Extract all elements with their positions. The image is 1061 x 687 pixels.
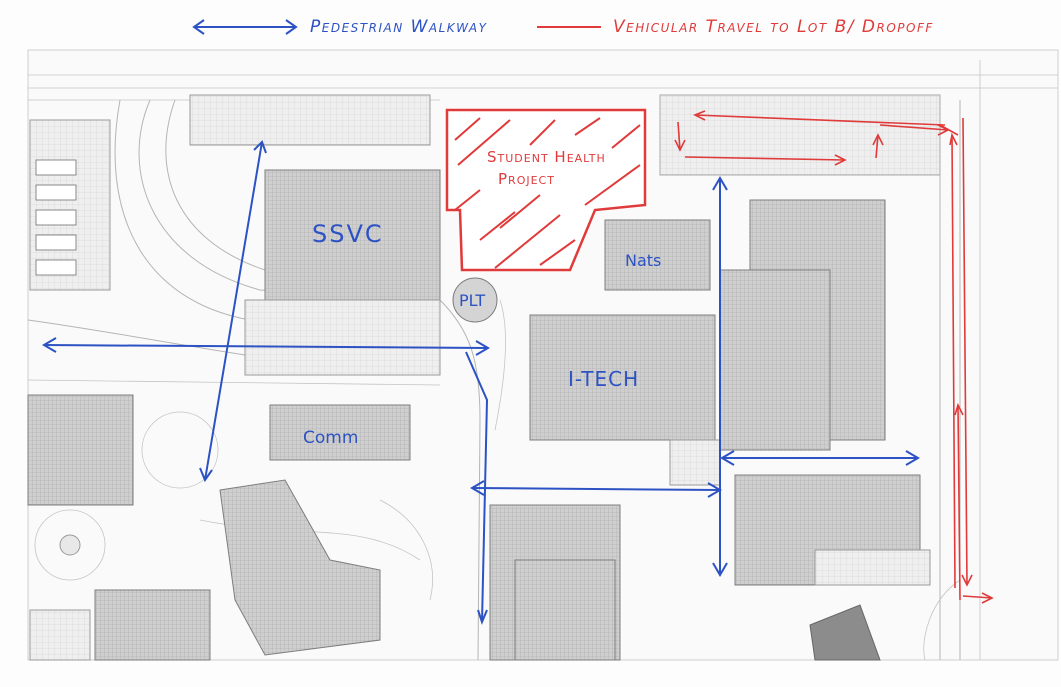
label-plt: PLT: [459, 291, 485, 310]
label-itech: I-TECH: [568, 367, 639, 391]
base-linework: [27, 60, 1058, 661]
vehicular-routes: [674, 110, 994, 604]
project-hatch: [454, 117, 641, 269]
building-ssvc: [264, 169, 441, 306]
label-comm: Comm: [303, 428, 358, 448]
red-line-icon: [537, 26, 601, 28]
parking-lot: [29, 94, 941, 291]
building-itech: [529, 314, 716, 441]
student-health-project-area: [445, 108, 647, 272]
label-ssvc: SSVC: [312, 220, 384, 248]
label-project-line2: Project: [498, 170, 555, 188]
building-labels: SSVC Nats PLT I-TECH Comm Student Health…: [303, 148, 661, 448]
map-legend: Pedestrian Walkway Vehicular Travel to L…: [0, 12, 1061, 46]
label-project-line1: Student Health: [487, 148, 606, 166]
buildings: [27, 169, 931, 661]
legend-vehicular: Vehicular Travel to Lot B/ Dropoff: [535, 12, 934, 42]
pedestrian-walkways: [42, 140, 920, 625]
building-nats: [604, 219, 711, 291]
building-plt: [452, 277, 498, 323]
building-comm: [269, 404, 411, 461]
double-arrow-icon: [192, 19, 298, 35]
legend-pedestrian: Pedestrian Walkway: [190, 12, 487, 42]
legend-vehicular-label: Vehicular Travel to Lot B/ Dropoff: [613, 17, 934, 37]
legend-pedestrian-label: Pedestrian Walkway: [310, 17, 488, 37]
label-nats: Nats: [625, 251, 661, 270]
